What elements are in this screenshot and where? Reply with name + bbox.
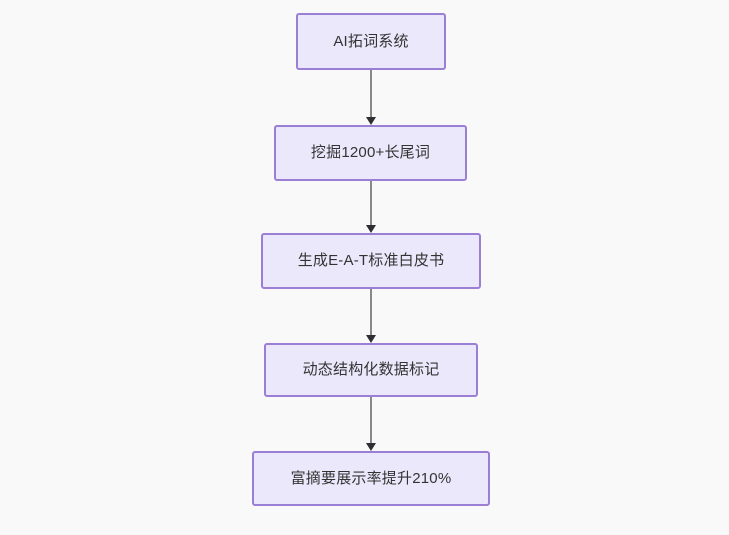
flow-node-label: 生成E-A-T标准白皮书 [297, 252, 445, 269]
flow-node-n4[interactable]: 动态结构化数据标记 [264, 343, 478, 397]
flow-node-n3[interactable]: 生成E-A-T标准白皮书 [261, 233, 481, 289]
edge-n3-to-n4 [366, 289, 376, 343]
edge-n2-to-n3 [366, 181, 376, 233]
edge-n1-to-n2 [366, 70, 376, 125]
flow-node-n5[interactable]: 富摘要展示率提升210% [252, 451, 490, 506]
edge-line [370, 397, 372, 444]
flow-node-label: 动态结构化数据标记 [302, 361, 440, 378]
flow-node-label: 挖掘1200+长尾词 [310, 144, 431, 161]
flow-node-n1[interactable]: AI拓词系统 [296, 13, 446, 70]
edge-line [370, 70, 372, 118]
flow-node-label: 富摘要展示率提升210% [290, 469, 452, 487]
arrowhead-down-icon [366, 117, 376, 125]
flow-node-label: AI拓词系统 [333, 32, 409, 50]
arrowhead-down-icon [366, 225, 376, 233]
arrowhead-down-icon [366, 443, 376, 451]
edge-line [370, 289, 372, 336]
flow-node-n2[interactable]: 挖掘1200+长尾词 [274, 125, 467, 181]
arrowhead-down-icon [366, 335, 376, 343]
edge-n4-to-n5 [366, 397, 376, 451]
edge-line [370, 181, 372, 226]
